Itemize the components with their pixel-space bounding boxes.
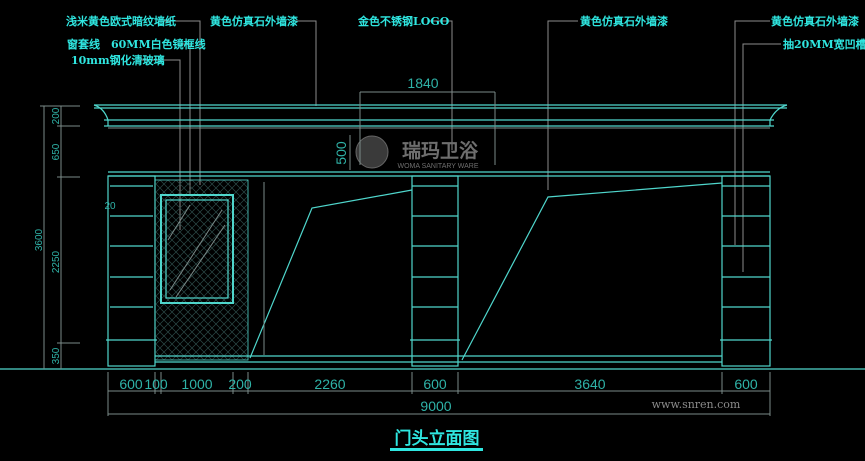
dim-fascia: 650 <box>51 143 62 160</box>
dim-total-width: 9000 <box>420 398 451 414</box>
dim-h-4: 2260 <box>314 376 345 392</box>
base-band <box>0 355 865 370</box>
brand-logo: 瑞玛卫浴 WOMA SANITARY WARE <box>355 135 479 170</box>
dim-total-height: 3600 <box>34 228 45 251</box>
dim-cornice: 200 <box>51 107 62 124</box>
title-underline <box>390 448 483 451</box>
label-logo-material: 金色不锈钢LOGO <box>357 14 450 28</box>
dim-h-2: 1000 <box>181 376 212 392</box>
mirror-window <box>160 194 234 304</box>
leader-lines <box>141 20 781 272</box>
watermark-text: www.snren.com <box>652 398 741 411</box>
label-paint-2: 黄色仿真石外墙漆 <box>580 14 668 28</box>
dim-h-1: 100 <box>144 376 168 392</box>
label-groove: 抽20MM宽凹槽 <box>783 37 865 51</box>
logo-height-dim: 500 <box>333 141 349 165</box>
dim-small: 20 <box>104 201 116 212</box>
label-paint-1: 黄色仿真石外墙漆 <box>210 14 298 28</box>
label-paint-3: 黄色仿真石外墙漆 <box>771 14 859 28</box>
dim-wall: 2250 <box>51 250 62 273</box>
drawing-title: 门头立面图 <box>395 428 480 449</box>
dim-h-6: 3640 <box>574 376 605 392</box>
logo-en-text: WOMA SANITARY WARE <box>397 163 478 170</box>
label-mirror-frame: 60MM白色镜框线 <box>111 37 206 51</box>
wallpaper-panel <box>154 179 249 361</box>
pillar-right <box>720 175 772 367</box>
dim-h-7: 600 <box>734 376 758 392</box>
pillar-middle <box>410 175 460 367</box>
material-labels: 浅米黄色欧式暗纹墙纸 窗套线 60MM白色镜框线 10mm钢化清玻璃 黄色仿真石… <box>66 14 865 67</box>
dim-h-0: 600 <box>119 376 143 392</box>
logo-cn-text: 瑞玛卫浴 <box>402 139 479 162</box>
dim-h-5: 600 <box>423 376 447 392</box>
slanted-panels <box>249 182 723 361</box>
dim-base: 350 <box>51 347 62 364</box>
vertical-dimensions: 3600 200 650 2250 350 20 <box>34 105 116 369</box>
label-wallpaper: 浅米黄色欧式暗纹墙纸 <box>66 14 176 28</box>
dim-h-3: 200 <box>228 376 252 392</box>
label-window-trim: 窗套线 <box>67 37 100 51</box>
horizontal-dimensions: 600 100 1000 200 2260 600 3640 600 9000 … <box>107 372 771 416</box>
label-glass: 10mm钢化清玻璃 <box>71 53 165 67</box>
logo-width-dim: 1840 <box>407 75 438 91</box>
logo-dimensions: 1840 500 <box>333 75 496 170</box>
